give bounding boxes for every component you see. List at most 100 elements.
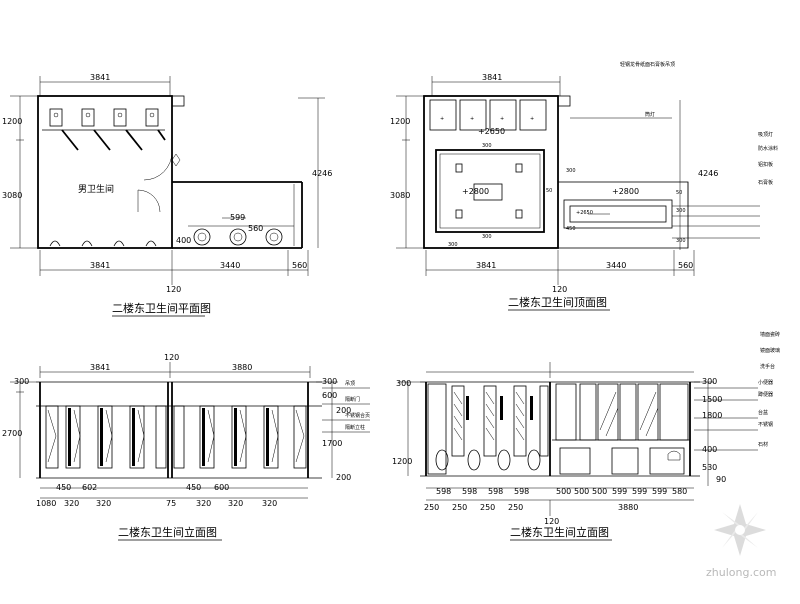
dim-bottom-2: 3440 — [606, 261, 626, 270]
dim-right-4: 1700 — [322, 439, 342, 448]
callout-7: 不锈钢 — [758, 421, 773, 428]
elev-left-callouts: 吊顶 隔断门 不锈钢合页 隔断立柱 — [322, 381, 370, 433]
ceiling-light-row: + + + + — [429, 99, 547, 131]
callout-2: 隔断门 — [345, 396, 360, 403]
dim-inner-3: 400 — [176, 236, 191, 245]
dim-right-1: 300 — [702, 377, 717, 386]
dim-top-3: 3880 — [232, 363, 252, 372]
callout-4: 隔断立柱 — [345, 424, 365, 431]
svg-text:+: + — [470, 116, 474, 122]
dim-top: 3841 — [90, 73, 110, 82]
dim-bottom-b-2: 250 — [452, 503, 467, 512]
dim-right-1: 300 — [322, 377, 337, 386]
inner-dim-1: 300 — [482, 143, 492, 149]
svg-text:+: + — [440, 116, 444, 122]
elev-bottom-right: 300 1200 300 1500 1800 400 530 90 墙面瓷砖 镜… — [392, 331, 780, 541]
dim-left-1: 300 — [14, 377, 29, 386]
level-mark-2: +2800 — [462, 187, 489, 196]
inner-dim-3: 50 — [546, 188, 552, 194]
urinal-partitions — [435, 385, 549, 471]
callout-4: 铝扣板 — [758, 161, 773, 168]
dim-left-1: 300 — [396, 379, 411, 388]
dim-bottom-2: 320 — [64, 499, 79, 508]
dim-bottom-3: 560 — [292, 261, 307, 270]
svg-text:+: + — [500, 116, 504, 122]
dims-bottom-b: 250 250 250 250 3880 — [424, 503, 638, 512]
elev-title: 二楼东卫生间立面图 — [510, 525, 609, 539]
callout-1: 吊顶 — [345, 381, 355, 387]
callout-4: 小便器 — [758, 379, 773, 386]
callout-5: 石膏板 — [758, 179, 773, 186]
callout-1: 筒灯 — [645, 111, 655, 118]
callout-6: 台盆 — [758, 409, 768, 416]
callout-2: 镜面玻璃 — [760, 347, 780, 354]
dim-bottom-a-5: 500 — [556, 487, 571, 496]
note-top: 轻钢龙骨纸面石膏板吊顶 — [620, 61, 675, 68]
dim-inner-2: 560 — [248, 224, 263, 233]
dim-left-2: 1200 — [392, 457, 412, 466]
dim-bottom-1: 3841 — [90, 261, 110, 270]
dim-bottom-9: 320 — [196, 499, 211, 508]
dim-bottom-11: 320 — [262, 499, 277, 508]
callout-3: 不锈钢合页 — [345, 412, 370, 419]
elev-bottom-left: 3841 120 3880 — [2, 353, 370, 541]
dim-bottom-10: 320 — [228, 499, 243, 508]
dim-bottom-a-7: 500 — [592, 487, 607, 496]
callout-2: 吸顶灯 — [758, 131, 773, 138]
dim-left-1: 1200 — [390, 117, 410, 126]
dim-left-1: 1200 — [2, 117, 22, 126]
dim-bottom-1: 1080 — [36, 499, 56, 508]
dim-bottom-5: 602 — [82, 483, 97, 492]
dim-bottom-6: 450 — [186, 483, 201, 492]
mirror-panels — [552, 383, 690, 475]
dim-bottom-b-3: 250 — [480, 503, 495, 512]
watermark-logo — [714, 504, 766, 556]
dim-bottom-a-10: 599 — [652, 487, 667, 496]
callout-1: 墙面瓷砖 — [760, 331, 780, 338]
callout-3: 防水涂料 — [758, 145, 778, 152]
dim-bottom-a-4: 598 — [514, 487, 529, 496]
dim-right-3: 200 — [336, 406, 351, 415]
dim-right-2: 1500 — [702, 395, 722, 404]
dim-bottom-b-1: 250 — [424, 503, 439, 512]
inner-dim-8: 300 — [566, 168, 576, 174]
dim-bottom-b-4: 250 — [508, 503, 523, 512]
level-mark-3: +2800 — [612, 187, 639, 196]
dim-inner-1: 599 — [230, 213, 245, 222]
dim-bottom-1: 3841 — [476, 261, 496, 270]
dim-bottom-a-11: 580 — [672, 487, 687, 496]
svg-text:+: + — [530, 116, 534, 122]
dim-below: 120 — [544, 517, 559, 526]
dim-bottom-8: 75 — [166, 499, 176, 508]
dim-right-6: 90 — [716, 475, 726, 484]
elev-right-callouts: 墙面瓷砖 镜面玻璃 洗手台 小便器 蹲便器 台盆 不锈钢 石材 — [694, 331, 780, 451]
dim-left-2: 2700 — [2, 429, 22, 438]
callout-3: 洗手台 — [760, 363, 775, 370]
dim-top-1: 3841 — [90, 363, 110, 372]
dim-bottom-a-9: 599 — [632, 487, 647, 496]
dims-bottom-a: 598 598 598 598 500 500 500 599 599 599 … — [436, 487, 687, 496]
dim-left-2: 3080 — [2, 191, 22, 200]
partition-panels — [45, 405, 307, 469]
dim-bottom-7: 600 — [214, 483, 229, 492]
level-mark-1: +2650 — [478, 127, 505, 136]
dim-below: 120 — [166, 285, 181, 294]
dim-bottom-2: 3440 — [220, 261, 240, 270]
dim-bottom-b-5: 3880 — [618, 503, 638, 512]
plan-top-left: 3841 男卫生间 — [2, 73, 332, 317]
room-label: 男卫生间 — [78, 183, 114, 195]
dim-bottom-4: 450 — [56, 483, 71, 492]
level-mark-4: +2650 — [576, 210, 593, 216]
dim-bottom-a-8: 599 — [612, 487, 627, 496]
plan-title: 二楼东卫生间顶面图 — [508, 295, 607, 309]
dim-bottom-3: 320 — [96, 499, 111, 508]
dim-right: 4246 — [312, 169, 332, 178]
dim-right: 4246 — [698, 169, 718, 178]
dim-right-4: 400 — [702, 445, 717, 454]
dim-right-2: 600 — [322, 391, 337, 400]
inner-dim-7: 300 — [676, 238, 686, 244]
dim-right-5: 200 — [336, 473, 351, 482]
elev-title: 二楼东卫生间立面图 — [118, 525, 217, 539]
dim-below: 120 — [552, 285, 567, 294]
